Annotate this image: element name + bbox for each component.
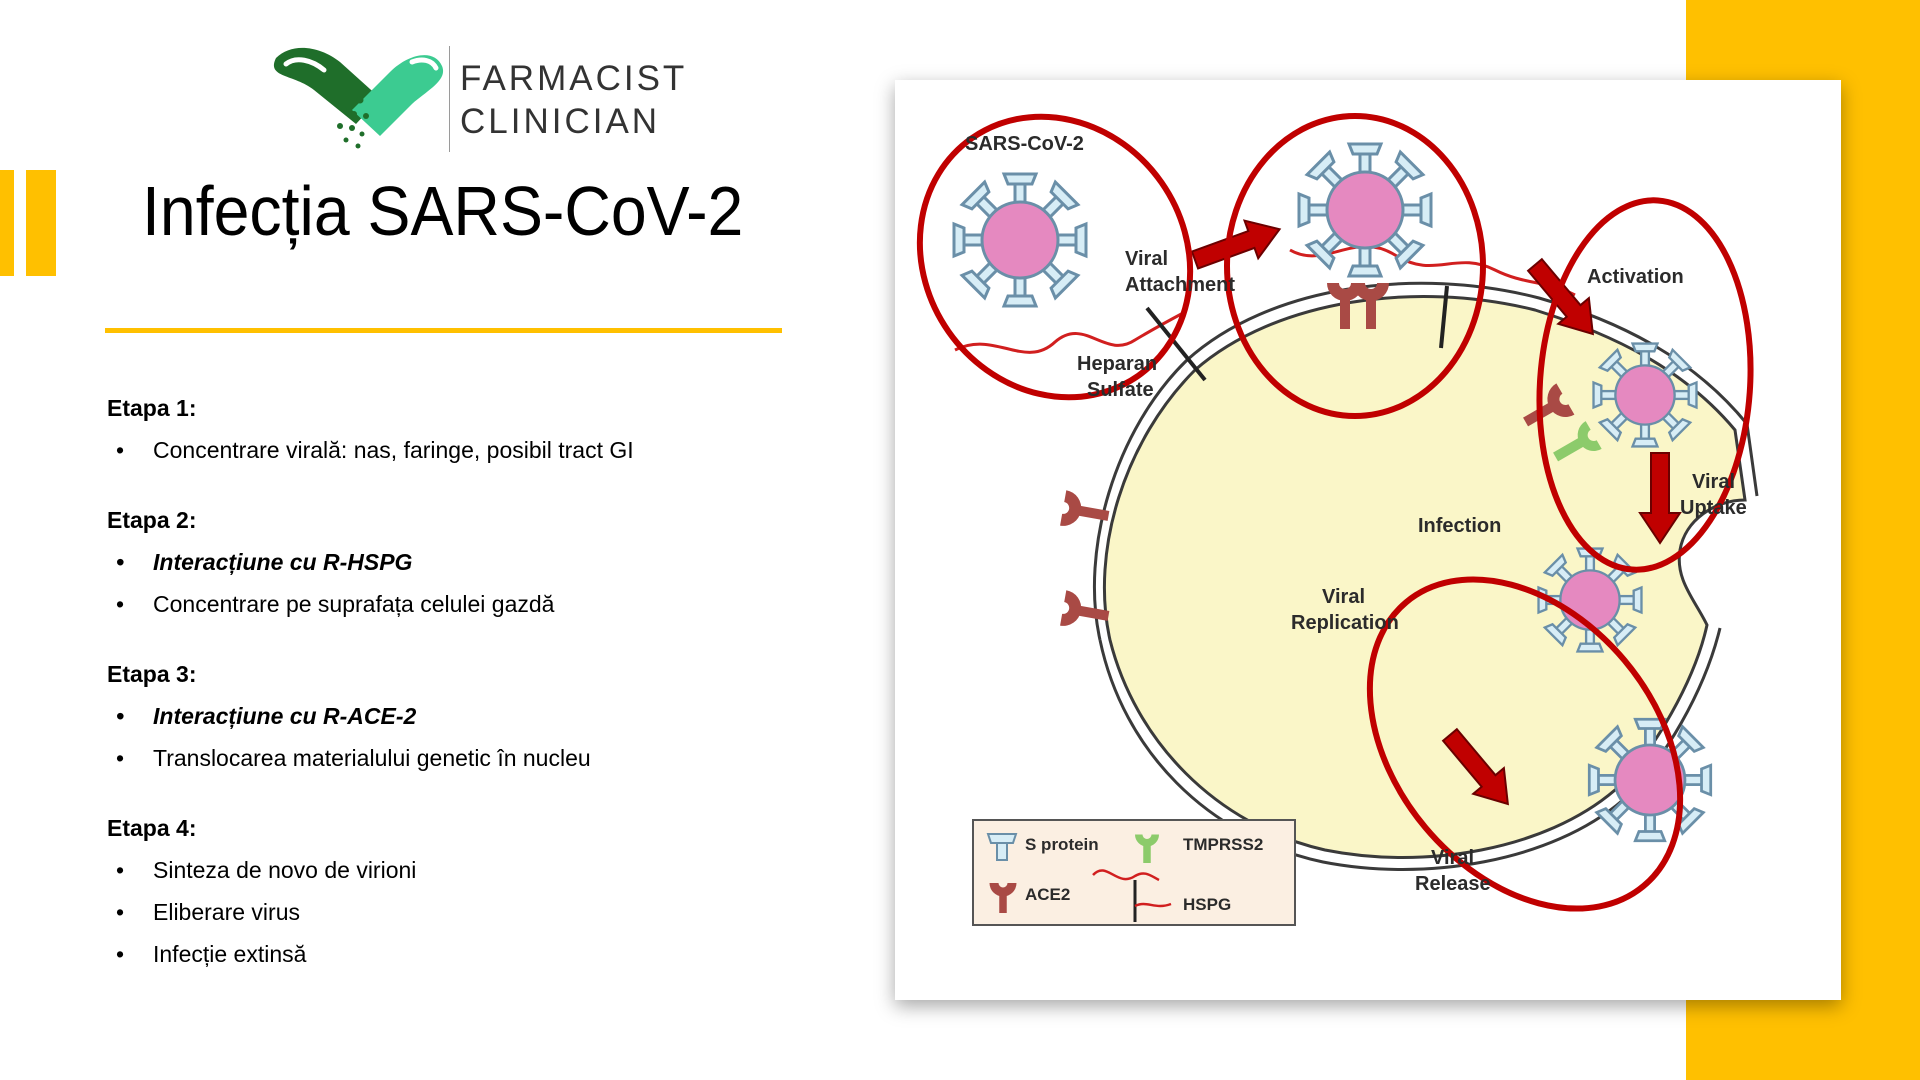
stage-title: Etapa 2: [107, 507, 197, 533]
slide-title: Infecția SARS-CoV-2 [142, 172, 744, 250]
legend: S protein TMPRSS2 ACE2 HSPG [972, 819, 1296, 926]
stage-bullet: Concentrare virală: nas, faringe, posibi… [107, 436, 747, 464]
label-viral-uptake-2: Uptake [1680, 497, 1747, 519]
stage-bullet: Sinteza de novo de virioni [107, 856, 747, 884]
label-heparan-1: Heparan [1077, 353, 1157, 375]
title-underline [105, 328, 782, 333]
label-activation: Activation [1587, 266, 1684, 288]
logo-text-line1: FARMACIST [460, 59, 688, 98]
stage-bullet: Interacțiune cu R-ACE-2 [107, 702, 747, 730]
stage-bullet: Translocarea materialului genetic în nuc… [107, 744, 747, 772]
label-viral-replication-1: Viral [1322, 586, 1365, 608]
legend-tmprss2: TMPRSS2 [1183, 835, 1263, 854]
accent-mark [26, 170, 56, 276]
stage-bullet: Interacțiune cu R-HSPG [107, 548, 747, 576]
stage-1: Etapa 1: Concentrare virală: nas, faring… [107, 394, 747, 464]
infection-diagram: SARS-CoV-2 Viral Attachment Heparan Sulf… [916, 113, 1759, 926]
logo-divider [449, 46, 450, 152]
stage-bullet: Infecție extinsă [107, 940, 747, 968]
stage-title: Etapa 4: [107, 815, 197, 841]
accent-mark [0, 170, 14, 276]
stage-bullet: Eliberare virus [107, 898, 747, 926]
legend-hspg: HSPG [1183, 895, 1231, 914]
label-viral-release-1: Viral [1431, 847, 1474, 869]
label-viral-replication-2: Replication [1291, 612, 1399, 634]
legend-s-protein: S protein [1025, 835, 1099, 854]
label-infection: Infection [1418, 515, 1501, 537]
stage-title: Etapa 1: [107, 395, 197, 421]
label-viral-uptake-1: Viral [1692, 471, 1735, 493]
logo-text-line2: CLINICIAN [460, 102, 661, 141]
stage-3: Etapa 3: Interacțiune cu R-ACE-2 Translo… [107, 660, 747, 772]
logo-icon [273, 47, 444, 149]
stage-title: Etapa 3: [107, 661, 197, 687]
label-viral-attachment-1: Viral [1125, 248, 1168, 270]
legend-ace2: ACE2 [1025, 885, 1070, 904]
label-viral-release-2: Release [1415, 873, 1491, 895]
stage-2: Etapa 2: Interacțiune cu R-HSPG Concentr… [107, 506, 747, 618]
stage-list: Etapa 1: Concentrare virală: nas, faring… [107, 394, 747, 1010]
stage-bullet: Concentrare pe suprafața celulei gazdă [107, 590, 747, 618]
label-sars-cov-2: SARS-CoV-2 [965, 133, 1084, 155]
label-heparan-2: Sulfate [1087, 379, 1154, 401]
stage-4: Etapa 4: Sinteza de novo de virioni Elib… [107, 814, 747, 968]
label-viral-attachment-2: Attachment [1125, 274, 1235, 296]
